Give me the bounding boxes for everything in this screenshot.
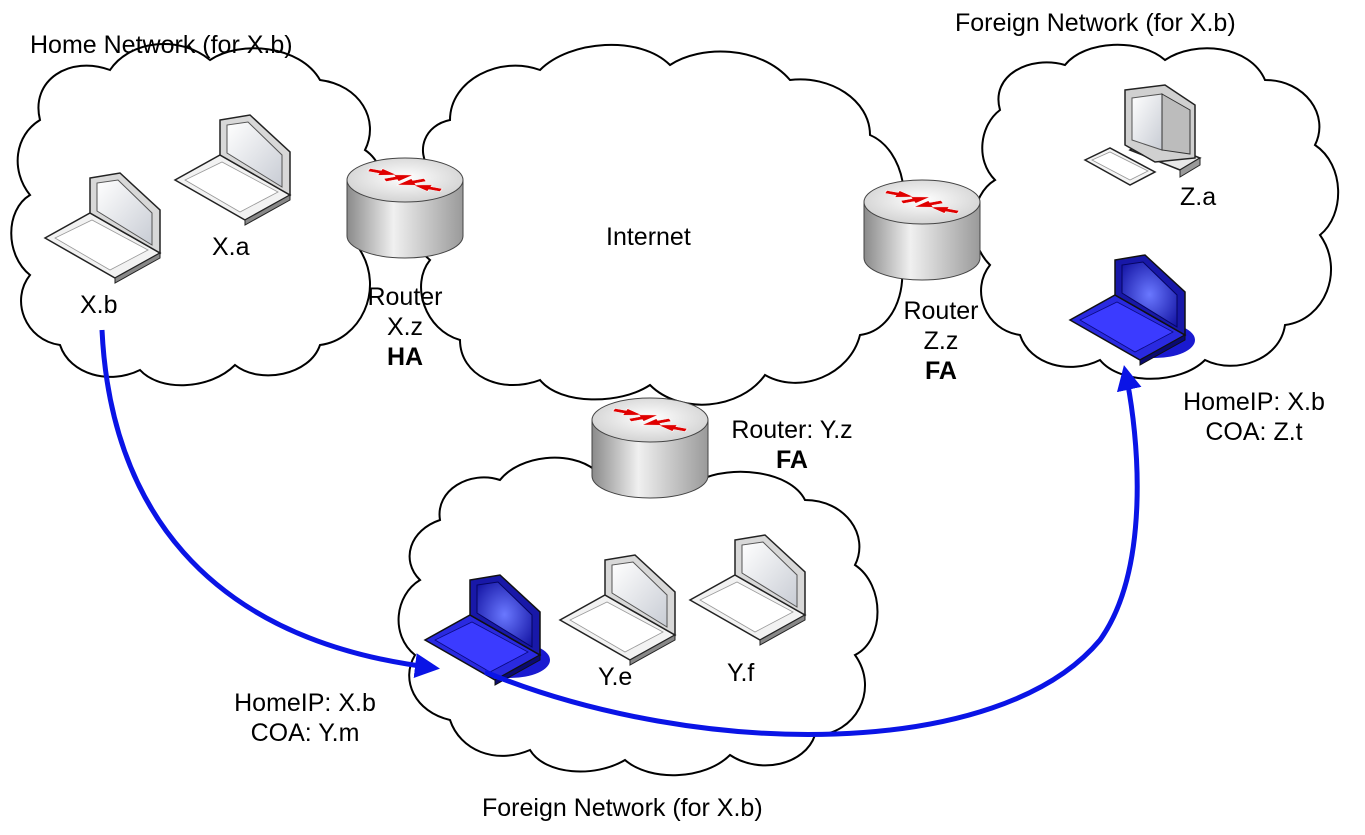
router-right-role: FA xyxy=(925,357,957,385)
router-bottom-icon xyxy=(591,397,709,499)
router-home-role: HA xyxy=(386,343,424,371)
laptop-xa-icon xyxy=(173,114,292,226)
desktop-za-icon xyxy=(1083,84,1202,186)
router-right-line1: Router xyxy=(903,297,979,325)
laptop-xb-icon xyxy=(43,172,162,284)
mobile-right-coa: COA: Z.t xyxy=(1205,418,1303,446)
mobile-right-info: HomeIP: X.b COA: Z.t xyxy=(1172,387,1336,447)
laptop-mobile-right-icon xyxy=(1068,254,1195,366)
foreign-network-bottom-title: Foreign Network (for X.b) xyxy=(482,794,763,822)
router-home-label: Router X.z HA xyxy=(352,282,458,372)
router-right-line2: Z.z xyxy=(923,327,959,355)
laptop-ye-icon xyxy=(558,554,677,666)
home-network-title: Home Network (for X.b) xyxy=(30,31,293,59)
mobile-bottom-homeip: HomeIP: X.b xyxy=(234,689,376,717)
router-bottom-line1: Router: Y.z xyxy=(731,416,853,444)
host-za-label: Z.a xyxy=(1180,183,1217,211)
host-xa-label: X.a xyxy=(212,233,250,261)
move-arrow-home-to-bottom xyxy=(99,329,440,679)
host-ye-label: Y.e xyxy=(598,663,633,691)
router-right-label: Router Z.z FA xyxy=(888,296,994,386)
home-network-cloud xyxy=(10,43,386,387)
router-home-icon xyxy=(346,157,464,259)
laptop-mobile-bottom-icon xyxy=(423,574,550,686)
host-xb-label: X.b xyxy=(80,291,118,319)
foreign-network-right-cloud xyxy=(972,43,1340,380)
mobile-bottom-info: HomeIP: X.b COA: Y.m xyxy=(222,688,388,748)
router-right-icon xyxy=(863,179,981,281)
router-home-line1: Router xyxy=(367,283,443,311)
foreign-network-right-title: Foreign Network (for X.b) xyxy=(955,9,1236,37)
laptop-yf-icon xyxy=(688,534,807,646)
internet-label: Internet xyxy=(606,223,691,251)
move-arrow-bottom-to-right xyxy=(484,365,1142,737)
router-bottom-label: Router: Y.z FA xyxy=(712,415,872,475)
router-bottom-role: FA xyxy=(776,446,808,474)
mobile-right-homeip: HomeIP: X.b xyxy=(1183,388,1325,416)
router-home-line2: X.z xyxy=(386,313,424,341)
mobile-bottom-coa: COA: Y.m xyxy=(250,719,360,747)
internet-cloud xyxy=(410,43,905,406)
host-yf-label: Y.f xyxy=(727,659,755,687)
